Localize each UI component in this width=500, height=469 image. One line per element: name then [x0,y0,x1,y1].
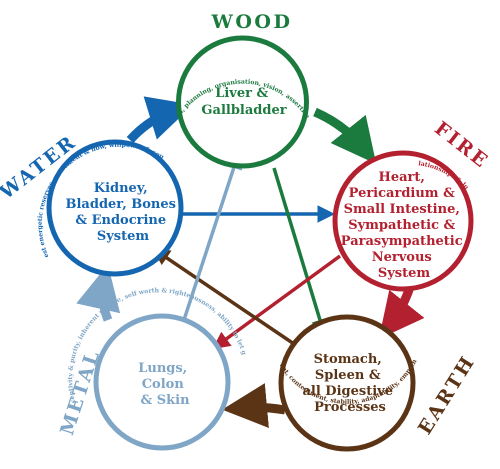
fire-organ-line: Small Intestine, [344,202,460,217]
fire-organs: Heart, Pericardium & Small Intestine, Sy… [341,170,467,281]
wood-title: WOOD [211,11,293,33]
fire-organ-line: Pericardium & [349,186,455,201]
earth-organ-line: all Digestive [302,384,393,399]
earth-title: EARTH [414,351,480,438]
metal-organ-line: Lungs, [138,361,187,376]
water-organ-line: Bladder, Bones [66,197,176,212]
arrow-water-to-wood [126,96,194,144]
metal-organs: Lungs, Colon & Skin [138,361,192,408]
arrow-wood-to-fire [313,107,377,165]
water-organ-line: System [97,229,150,244]
wood-organ-line: Gallbladder [201,103,286,118]
fire-organ-line: Parasympathetic [341,234,463,249]
earth-organ-line: Stomach, [314,352,382,367]
water-circle [46,139,184,277]
fire-circle [332,150,474,292]
arrow-metal-to-water [76,264,121,322]
water-organ-line: Kidney, [94,181,148,196]
metal-organ-line: & Skin [140,393,190,408]
wood-organs: Liver & Gallbladder [201,86,286,118]
earth-organs: Stomach, Spleen & all Digestive Processe… [302,352,397,415]
arrow-earth-to-water [152,248,301,350]
arrow-fire-to-metal [212,254,342,350]
metal-organ-line: Colon [142,377,185,392]
fire-organ-line: Sympathetic & [348,218,455,233]
wood-organ-line: Liver & [215,86,268,101]
arrow-fire-to-earth [378,285,425,340]
water-organ-line: & Endocrine [75,213,166,228]
fire-organ-line: Heart, [379,170,425,185]
metal-circle [93,313,231,451]
fire-organ-line: System [378,266,431,281]
arrow-metal-to-wood [180,151,243,327]
earth-organ-line: Spleen & [315,368,381,383]
earth-circle [278,314,416,452]
wood-circle [176,35,309,169]
arrow-wood-to-earth [272,167,329,337]
fire-organ-line: Nervous [372,250,432,265]
arrow-earth-to-metal [222,383,286,428]
earth-organ-line: Processes [314,400,386,415]
water-organs: Kidney, Bladder, Bones & Endocrine Syste… [66,181,181,244]
